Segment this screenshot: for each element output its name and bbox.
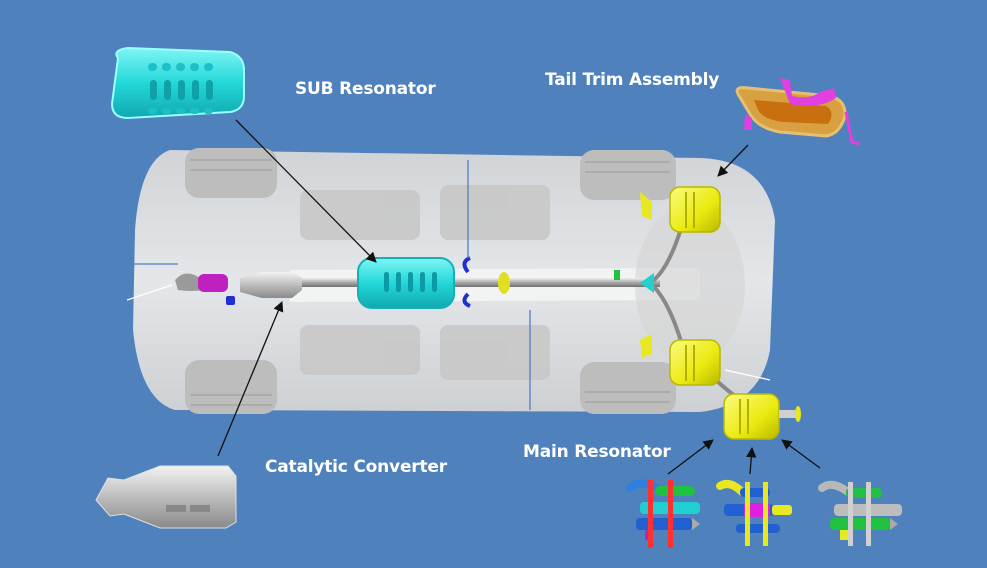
arrow-sub-resonator xyxy=(235,119,377,263)
front-pipe xyxy=(175,273,205,291)
main-resonator-right xyxy=(669,339,721,386)
white-leader-lines xyxy=(126,284,771,381)
sub-resonator-detail xyxy=(110,46,245,120)
arrow-catalytic-converter xyxy=(217,301,284,457)
flex-pipe xyxy=(198,274,228,292)
variant-2 xyxy=(716,480,792,546)
wheel-rear-right xyxy=(580,362,676,414)
callout-arrows xyxy=(217,119,821,475)
main-resonator-detail xyxy=(723,393,801,440)
catalytic-converter-inline xyxy=(240,272,302,298)
blue-leader-lines xyxy=(127,160,531,410)
sub-resonator-inline xyxy=(357,257,455,309)
arrow-variant-2 xyxy=(746,446,757,475)
main-resonator-left xyxy=(669,186,721,233)
hanger xyxy=(226,296,235,305)
label-tail-trim-assembly: Tail Trim Assembly xyxy=(545,70,720,90)
arrow-variant-1 xyxy=(667,439,714,475)
catalytic-converter-detail xyxy=(95,465,237,529)
hanger-clamps xyxy=(462,256,471,308)
label-sub-resonator: SUB Resonator xyxy=(295,79,436,99)
wheel-front-left xyxy=(185,148,277,198)
wheel-front-right xyxy=(185,360,277,414)
label-catalytic-converter: Catalytic Converter xyxy=(265,457,447,477)
variant-1 xyxy=(626,479,700,548)
y-pipe xyxy=(640,273,654,293)
label-main-resonator: Main Resonator xyxy=(523,442,671,462)
wheel-rear-left xyxy=(580,150,676,200)
tail-trim-detail xyxy=(735,78,861,146)
sensor xyxy=(614,270,620,280)
tail-trim-inline-right xyxy=(640,334,652,358)
arrow-variant-3 xyxy=(781,439,821,469)
tail-trim-inline-left xyxy=(640,192,652,220)
variant-3 xyxy=(818,480,902,546)
arrow-tail-trim xyxy=(717,144,749,177)
flange-clamp xyxy=(498,272,510,294)
